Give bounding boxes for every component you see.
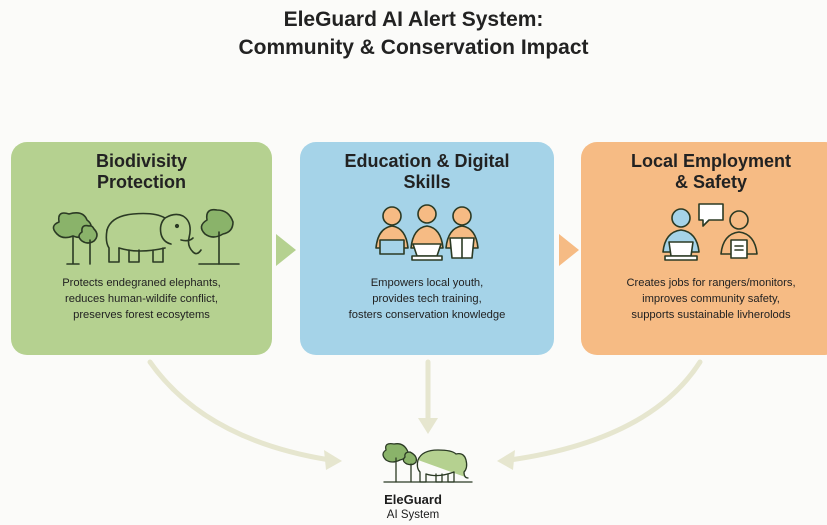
diagram-title: EleGuard AI Alert System: Community & Co… [0,6,827,62]
arrow-right-head [497,450,515,470]
card-education: Education & Digital Skills Emp [300,142,554,355]
card-description: Empowers local youth, provides tech trai… [306,275,548,323]
card-title: Education & Digital Skills [300,151,554,193]
elephant-trees-icon [382,442,473,483]
center-system-subtitle: AI System [386,509,440,521]
desc-line-3: fosters conservation knowledge [348,309,506,321]
card-biodiversity: Biodivisity Protection [11,142,272,355]
card-title: Local Employment & Safety [581,151,827,193]
card-description: Protects endegraned elephants, reduces h… [17,275,266,323]
desc-line-1: Protects endegraned elephants, [62,277,221,289]
students-laptop-icon [300,200,554,270]
desc-line-2: improves community safety, [642,293,780,305]
card-title-line-2: Skills [403,172,451,192]
desc-line-2: provides tech training, [372,293,482,305]
card-description: Creates jobs for rangers/monitors, impro… [587,275,827,323]
card-title-line-1: Education & Digital [344,151,510,171]
desc-line-1: Creates jobs for rangers/monitors, [626,277,796,289]
desc-line-3: supports sustainable livherolods [631,309,791,321]
center-system-title: EleGuard [384,492,442,507]
workers-laptop-icon [581,200,827,270]
card-title: Biodivisity Protection [11,151,272,193]
chevron-right-icon [276,234,296,266]
elephant-trees-icon [11,200,272,270]
card-title-line-2: & Safety [674,172,748,192]
desc-line-2: reduces human-wildife conflict, [65,293,218,305]
card-title-line-2: Protection [96,172,186,192]
card-employment: Local Employment & Safety Creates jobs f… [581,142,827,355]
arrow-left-head [324,450,342,470]
arrow-right-curve [507,359,703,463]
title-line-2: Community & Conservation Impact [238,36,589,59]
chevron-right-icon [559,234,579,266]
desc-line-1: Empowers local youth, [370,277,484,289]
arrow-center-head [418,418,438,434]
card-title-line-1: Local Employment [630,151,792,171]
arrow-left-curve [147,359,333,463]
desc-line-3: preserves forest ecosytems [73,309,210,321]
title-line-1: EleGuard AI Alert System: [283,8,544,31]
card-title-line-1: Biodivisity [95,151,188,171]
